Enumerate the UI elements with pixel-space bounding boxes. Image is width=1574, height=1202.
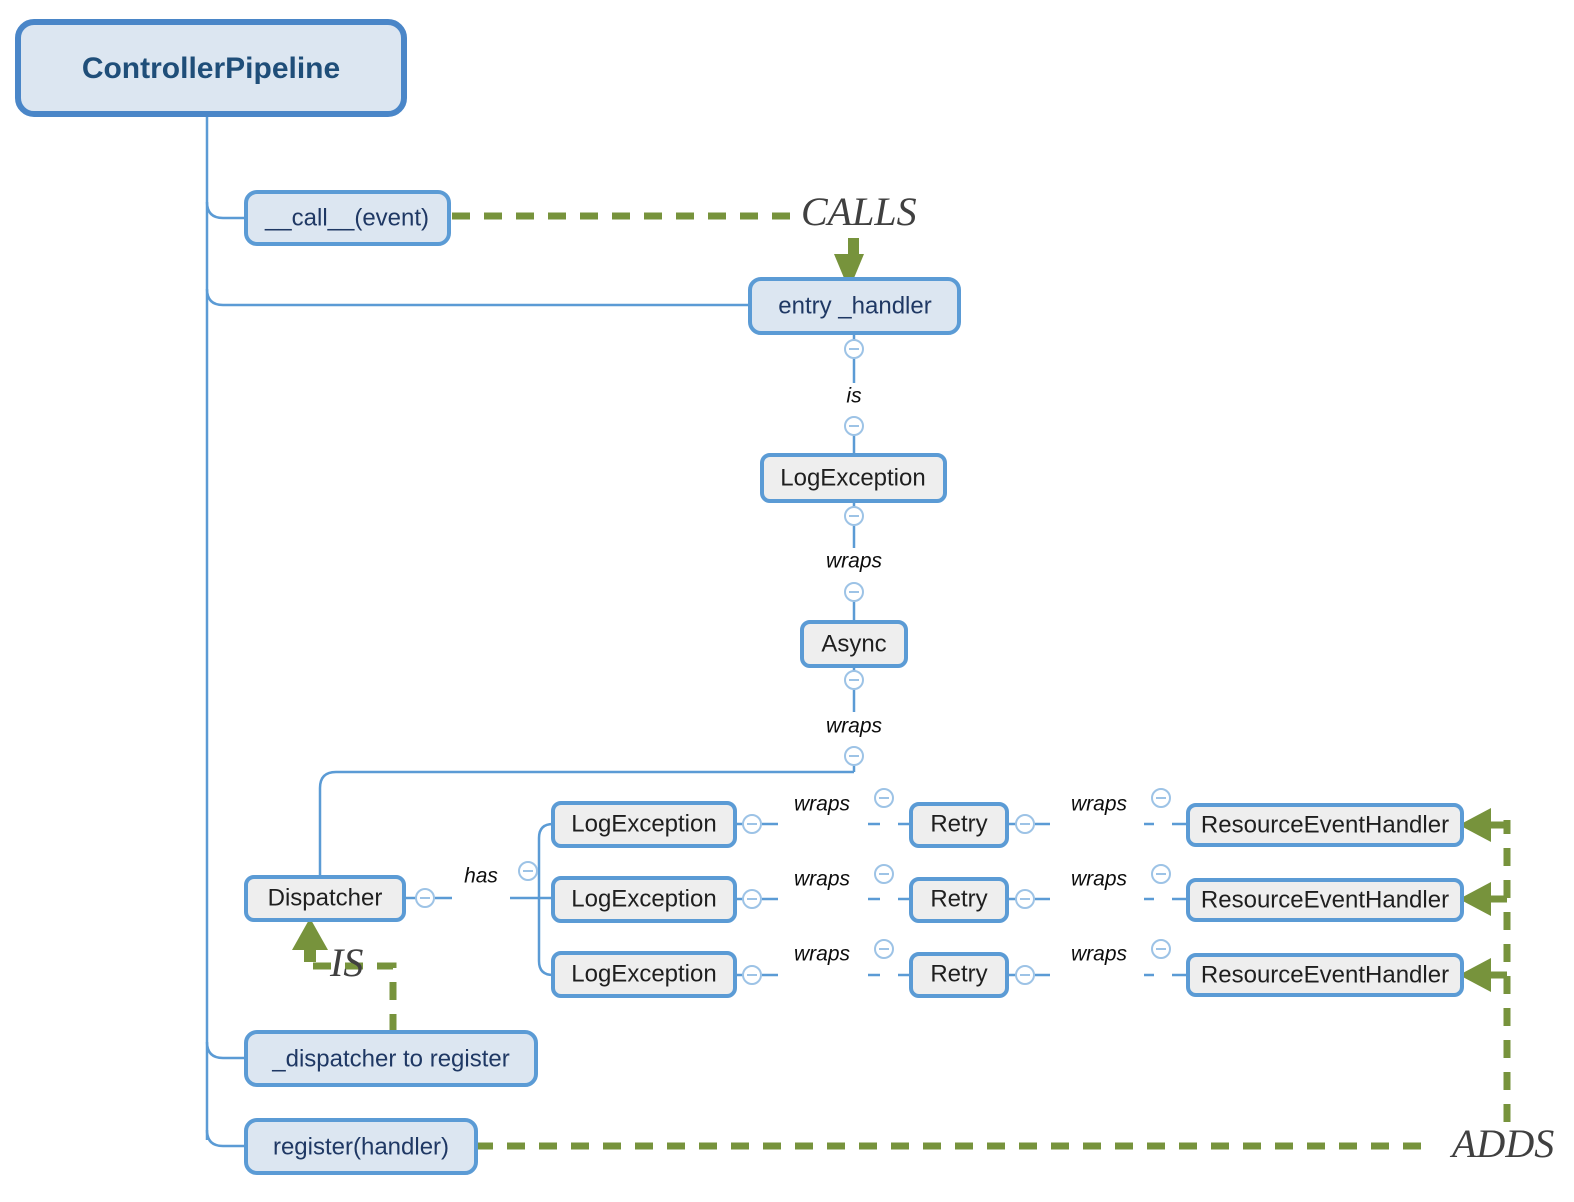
collapse-toggle-logexception-2[interactable] [742, 889, 762, 909]
node-label-logexception-1: LogException [571, 810, 716, 837]
node-label-logexception-2: LogException [571, 885, 716, 912]
collapse-toggle-logexception-1[interactable] [742, 814, 762, 834]
relation-label-has: has [464, 865, 498, 888]
relation-label-wraps-log-async: wraps [826, 550, 883, 573]
node-label-retry-2: Retry [930, 885, 987, 912]
node-label-logexception-3: LogException [571, 960, 716, 987]
node-label-register-handler: register(handler) [273, 1133, 449, 1160]
relation-label-wraps-retry1-reh1: wraps [1071, 793, 1128, 816]
collapse-toggle-logexception-3[interactable] [742, 965, 762, 985]
node-retry-1[interactable]: Retry [909, 802, 1009, 848]
annotation-label-is: IS [329, 940, 363, 985]
node-entry-handler[interactable]: entry _handler [748, 277, 961, 335]
node-dispatcher[interactable]: Dispatcher [244, 875, 406, 922]
node-label-dispatcher: Dispatcher [268, 884, 383, 911]
node-label-resource-event-handler-3: ResourceEventHandler [1201, 961, 1449, 988]
node-logexception-2[interactable]: LogException [551, 876, 737, 923]
annotation-label-calls: CALLS [801, 189, 917, 234]
node-label-resource-event-handler-1: ResourceEventHandler [1201, 811, 1449, 838]
collapse-toggle-wraps-row1[interactable] [874, 788, 894, 808]
node-retry-3[interactable]: Retry [909, 952, 1009, 998]
node-label-entry-handler: entry _handler [778, 292, 931, 319]
node-label-async: Async [821, 630, 886, 657]
edge-trunk-to-entry-handler [205, 288, 750, 307]
node-call-event[interactable]: __call__(event) [244, 190, 451, 246]
collapse-toggle-wraps-row1b[interactable] [1151, 788, 1171, 808]
collapse-toggle-wraps-row2b[interactable] [1151, 864, 1171, 884]
edge-wraps-to-dispatcher [318, 770, 854, 877]
edge-trunk-to-register [205, 1129, 246, 1148]
node-label-call-event: __call__(event) [264, 204, 429, 231]
node-logexception-3[interactable]: LogException [551, 951, 737, 998]
collapse-toggle-logexception-top[interactable] [844, 506, 864, 526]
relation-label-is: is [846, 385, 862, 408]
relation-label-wraps-log2-retry2: wraps [794, 868, 851, 891]
node-logexception-top[interactable]: LogException [760, 453, 947, 503]
node-label-dispatcher-to-register: _dispatcher to register [271, 1045, 509, 1072]
relation-label-wraps-retry3-reh3: wraps [1071, 943, 1128, 966]
collapse-toggle-wraps-lower[interactable] [844, 746, 864, 766]
collapse-toggle-wraps-row2[interactable] [874, 864, 894, 884]
node-label-retry-3: Retry [930, 960, 987, 987]
annotation-label-adds: ADDS [1449, 1121, 1554, 1166]
green-adds-arrowhead-2 [1459, 882, 1491, 916]
node-dispatcher-to-register[interactable]: _dispatcher to register [244, 1030, 538, 1087]
annotation-labels: CALLS IS ADDS [329, 189, 1554, 1166]
collapse-toggle-has[interactable] [518, 861, 538, 881]
edge-fan-to-log1 [537, 822, 554, 898]
node-resource-event-handler-2[interactable]: ResourceEventHandler [1186, 878, 1464, 922]
relation-label-wraps-log3-retry3: wraps [794, 943, 851, 966]
green-is-arrow-shaft [304, 944, 316, 962]
node-retry-2[interactable]: Retry [909, 877, 1009, 923]
node-label-logexception-top: LogException [780, 464, 925, 491]
node-async[interactable]: Async [800, 620, 908, 668]
collapse-toggle-retry-3[interactable] [1015, 965, 1035, 985]
collapse-toggle-dispatcher[interactable] [415, 888, 435, 908]
node-logexception-1[interactable]: LogException [551, 801, 737, 848]
collapse-toggles[interactable] [415, 339, 1171, 985]
node-label-retry-1: Retry [930, 810, 987, 837]
relation-label-wraps-async-dispatcher: wraps [826, 715, 883, 738]
green-adds-arrowhead-1 [1459, 808, 1491, 842]
node-label-controller-pipeline: ControllerPipeline [82, 52, 340, 85]
edge-trunk-to-call [205, 201, 246, 220]
collapse-toggle-wraps-row3[interactable] [874, 939, 894, 959]
green-adds-arrowhead-3 [1459, 958, 1491, 992]
annotation-edges [292, 212, 1511, 1150]
collapse-toggle-entry-handler[interactable] [844, 339, 864, 359]
collapse-toggle-retry-1[interactable] [1015, 814, 1035, 834]
collapse-toggle-async[interactable] [844, 670, 864, 690]
green-is-arrowhead [292, 918, 328, 950]
node-register-handler[interactable]: register(handler) [244, 1118, 478, 1175]
collapse-toggle-is-lower[interactable] [844, 416, 864, 436]
relation-label-wraps-log1-retry1: wraps [794, 793, 851, 816]
node-label-resource-event-handler-2: ResourceEventHandler [1201, 886, 1449, 913]
node-resource-event-handler-3[interactable]: ResourceEventHandler [1186, 953, 1464, 997]
collapse-toggle-retry-2[interactable] [1015, 889, 1035, 909]
green-is-line [310, 962, 397, 1032]
relation-labels: is wraps wraps has wraps wraps wraps wra… [464, 385, 1127, 966]
green-calls-arrow-shaft [848, 238, 859, 260]
node-controller-pipeline[interactable]: ControllerPipeline [15, 19, 407, 117]
edge-trunk-to-dispatcher-register [205, 1041, 246, 1060]
relation-label-wraps-retry2-reh2: wraps [1071, 868, 1128, 891]
node-resource-event-handler-1[interactable]: ResourceEventHandler [1186, 803, 1464, 847]
collapse-toggle-wraps-upper[interactable] [844, 582, 864, 602]
collapse-toggle-wraps-row3b[interactable] [1151, 939, 1171, 959]
edge-fan-to-log3 [537, 898, 554, 977]
tree-edges [205, 112, 1188, 1148]
